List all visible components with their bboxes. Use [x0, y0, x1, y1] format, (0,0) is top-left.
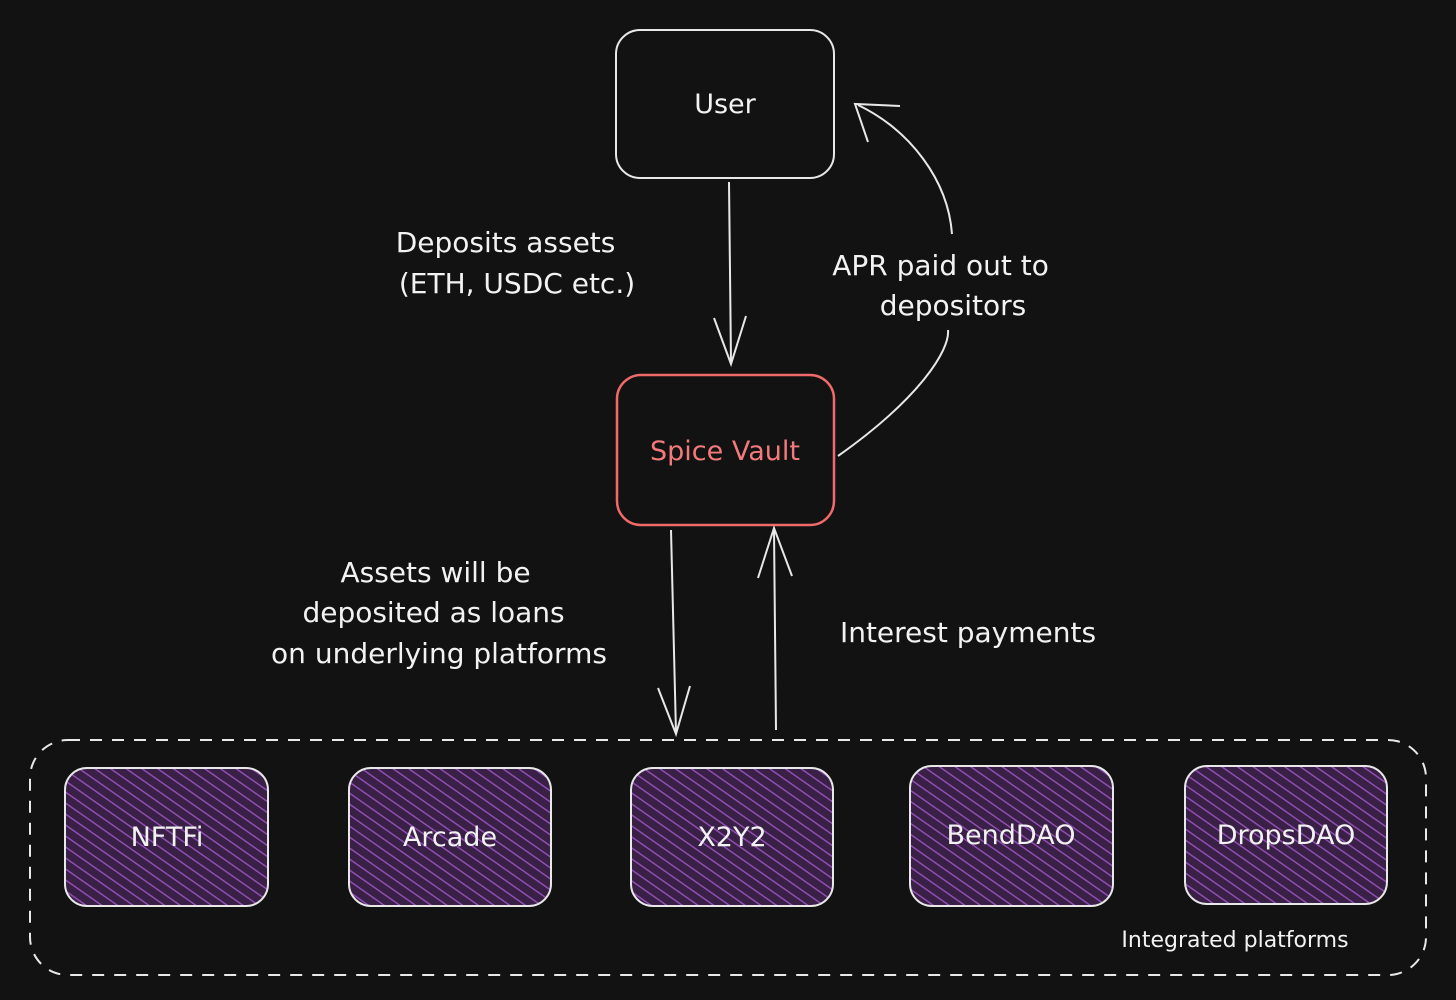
platform-label: Arcade: [403, 822, 497, 853]
deposits-label-line-1: Deposits assets: [396, 226, 616, 259]
apr-label-line-2: depositors: [880, 289, 1026, 322]
platform-arcade[interactable]: Arcade: [348, 767, 552, 907]
platform-label: BendDAO: [947, 820, 1076, 851]
deposit-arrow: [713, 181, 747, 368]
platform-dropsdao[interactable]: DropsDAO: [1184, 765, 1388, 905]
integrated-platforms-label: Integrated platforms: [1121, 928, 1348, 953]
platform-benddao[interactable]: BendDAO: [909, 765, 1114, 907]
platform-label: DropsDAO: [1217, 820, 1356, 851]
platform-label: NFTFi: [131, 822, 204, 853]
user-label: User: [694, 89, 756, 120]
spice-vault-node[interactable]: Spice Vault: [615, 373, 836, 527]
user-node[interactable]: User: [615, 29, 835, 179]
integrated-platforms-group: Integrated platforms: [29, 739, 1427, 976]
loans-label-line-3: on underlying platforms: [271, 637, 607, 670]
apr-arrow: [837, 102, 953, 457]
apr-label: APR paid out to depositors: [832, 249, 1058, 322]
platform-label: X2Y2: [697, 822, 766, 853]
loans-label: Assets will be deposited as loans on und…: [271, 556, 607, 670]
interest-arrow: [757, 524, 793, 731]
loans-label-line-1: Assets will be: [340, 556, 530, 589]
spice-vault-label: Spice Vault: [650, 436, 800, 467]
interest-label: Interest payments: [840, 616, 1096, 649]
deposits-label: Deposits assets (ETH, USDC etc.): [396, 226, 635, 300]
deposits-label-line-2: (ETH, USDC etc.): [399, 267, 635, 300]
platform-nftfi[interactable]: NFTFi: [64, 767, 269, 907]
loans-arrow: [657, 529, 691, 738]
apr-label-line-1: APR paid out to: [832, 249, 1049, 282]
loans-label-line-2: deposited as loans: [302, 596, 564, 629]
platform-x2y2[interactable]: X2Y2: [630, 767, 834, 907]
